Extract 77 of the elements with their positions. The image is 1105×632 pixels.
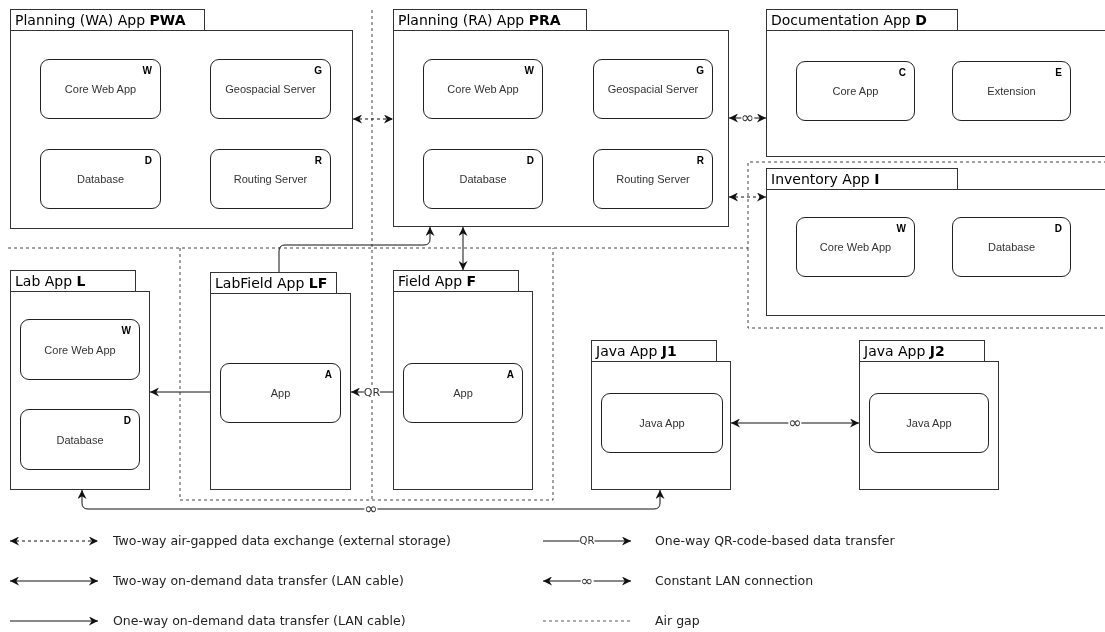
component-box [210, 59, 331, 119]
legend-text: Two-way on-demand data transfer (LAN cable) [113, 573, 404, 588]
component-box [220, 363, 341, 423]
component-box [423, 149, 543, 209]
component-name: Core Web App [446, 83, 520, 95]
component-name: Routing Server [232, 173, 309, 185]
component-name: Geospacial Server [606, 83, 700, 95]
component-letter: G [696, 65, 704, 76]
package-tab: Inventory App I [766, 168, 958, 190]
component-name: Core Web App [43, 343, 117, 356]
edge-label: QR [363, 386, 381, 398]
component-box [593, 149, 713, 209]
connector-arrow [350, 387, 394, 397]
component-name: Extension [986, 85, 1037, 97]
legend-text: Constant LAN connection [655, 573, 814, 588]
component-name: Database [986, 241, 1037, 253]
component-letter: W [121, 325, 131, 336]
component-letter: C [898, 67, 906, 78]
component-letter: G [314, 65, 322, 76]
component-letter: E [1055, 67, 1062, 78]
component-name: Java App [638, 417, 686, 429]
component-box [40, 59, 161, 119]
legend-text: Air gap [655, 613, 700, 628]
connector-arrow [728, 192, 767, 202]
connector-arrow [77, 489, 665, 510]
component-box [869, 393, 989, 453]
component-box [210, 149, 331, 209]
component-letter: A [506, 369, 514, 380]
legend-text: One-way on-demand data transfer (LAN cable) [113, 613, 406, 628]
component-name: Database [458, 173, 508, 185]
legend-text: One-way QR-code-based data transfer [655, 533, 895, 548]
connector-arrow [730, 418, 860, 428]
package-tab: Java App J2 [859, 340, 985, 362]
component-box [952, 217, 1071, 277]
package-tab: Field App F [393, 270, 519, 292]
component-letter: D [123, 415, 131, 426]
component-box [423, 59, 543, 119]
package-tab: Planning (RA) App PRA [393, 9, 587, 31]
component-letter: W [896, 223, 906, 234]
component-name: Core Web App [63, 83, 138, 95]
package-tab: Lab App L [10, 270, 136, 292]
connector-arrow [352, 114, 394, 124]
component-letter: R [696, 155, 704, 166]
component-letter: D [144, 155, 152, 166]
component-name: Database [55, 433, 105, 446]
package-tab: Planning (WA) App PWA [10, 9, 205, 31]
component-box [796, 217, 915, 277]
component-box [593, 59, 713, 119]
legend-symbol: QR [579, 536, 595, 546]
component-letter: D [526, 155, 534, 166]
component-name: Geospacial Server [224, 83, 317, 95]
component-box [601, 393, 723, 453]
component-letter: D [1054, 223, 1062, 234]
component-letter: W [142, 65, 152, 76]
connector-arrow [149, 387, 211, 397]
connector-arrow [458, 226, 468, 271]
component-letter: R [314, 155, 322, 166]
component-name: Routing Server [615, 173, 691, 185]
package-tab: Java App J1 [591, 340, 717, 362]
component-box [952, 61, 1071, 121]
component-box [20, 319, 140, 380]
component-box [403, 363, 523, 423]
component-box [20, 409, 140, 470]
component-letter: W [524, 65, 534, 76]
legend-text: Two-way air-gapped data exchange (external storage) [113, 533, 451, 548]
package-tab: Documentation App D [766, 9, 958, 31]
component-name: Database [75, 173, 126, 185]
component-name: App [452, 387, 474, 399]
component-name: Java App [905, 417, 953, 429]
component-name: App [269, 387, 292, 399]
component-box [796, 61, 915, 121]
connector-arrow [278, 226, 435, 273]
component-letter: A [324, 369, 332, 380]
component-box [40, 149, 161, 209]
component-name: Core App [831, 85, 880, 97]
package-tab: LabField App LF [210, 272, 337, 294]
component-name: Core Web App [818, 241, 893, 253]
